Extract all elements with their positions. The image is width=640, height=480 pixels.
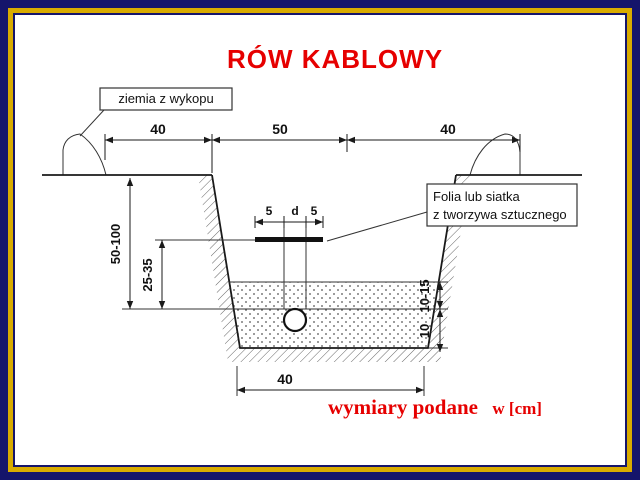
dim-foil-right-label: 5 [311, 204, 318, 218]
footer-note: wymiary podane w [cm] [328, 395, 542, 419]
foil-label-line1: Folia lub siatka [433, 189, 520, 204]
soil-label: ziemia z wykopu [118, 91, 213, 106]
footer-note-unit: w [cm] [492, 399, 542, 418]
footer-note-text: wymiary podane [328, 395, 478, 419]
dim-top-mid-label: 50 [272, 121, 288, 137]
dim-top-right-label: 40 [440, 121, 456, 137]
dimension-left: 50-100 25-35 [108, 178, 166, 309]
dimension-bottom: 40 [237, 371, 424, 394]
soil-label-box: ziemia z wykopu [99, 87, 233, 111]
dim-foil-dia-label: d [291, 204, 298, 218]
soil-leader-line [79, 109, 105, 137]
dim-cover-label: 25-35 [140, 258, 155, 291]
foil-strip [255, 237, 323, 242]
dim-foil-left-label: 5 [266, 204, 273, 218]
page-title: RÓW KABLOWY [227, 44, 443, 74]
foil-label-line2: z tworzywa sztucznego [433, 207, 567, 222]
dim-layer-upper-label: 10-15 [417, 279, 432, 312]
decorative-frame [8, 8, 632, 472]
sand-bedding [229, 282, 439, 348]
dim-depth-label: 50-100 [108, 224, 123, 264]
dim-top-left-label: 40 [150, 121, 166, 137]
dim-layer-lower-label: 10 [417, 324, 432, 338]
soil-mound-left [62, 133, 107, 176]
dimension-top: 40 50 40 [104, 121, 521, 173]
dim-bottom-label: 40 [277, 371, 293, 387]
trench-outline [211, 174, 457, 349]
cable [282, 307, 308, 333]
foil-and-cable: 5 d 5 [254, 204, 324, 333]
foil-leader-line [326, 211, 428, 242]
foil-label-box: Folia lub siatka z tworzywa sztucznego [426, 183, 578, 227]
dimension-right: 10-15 10 [417, 279, 444, 352]
